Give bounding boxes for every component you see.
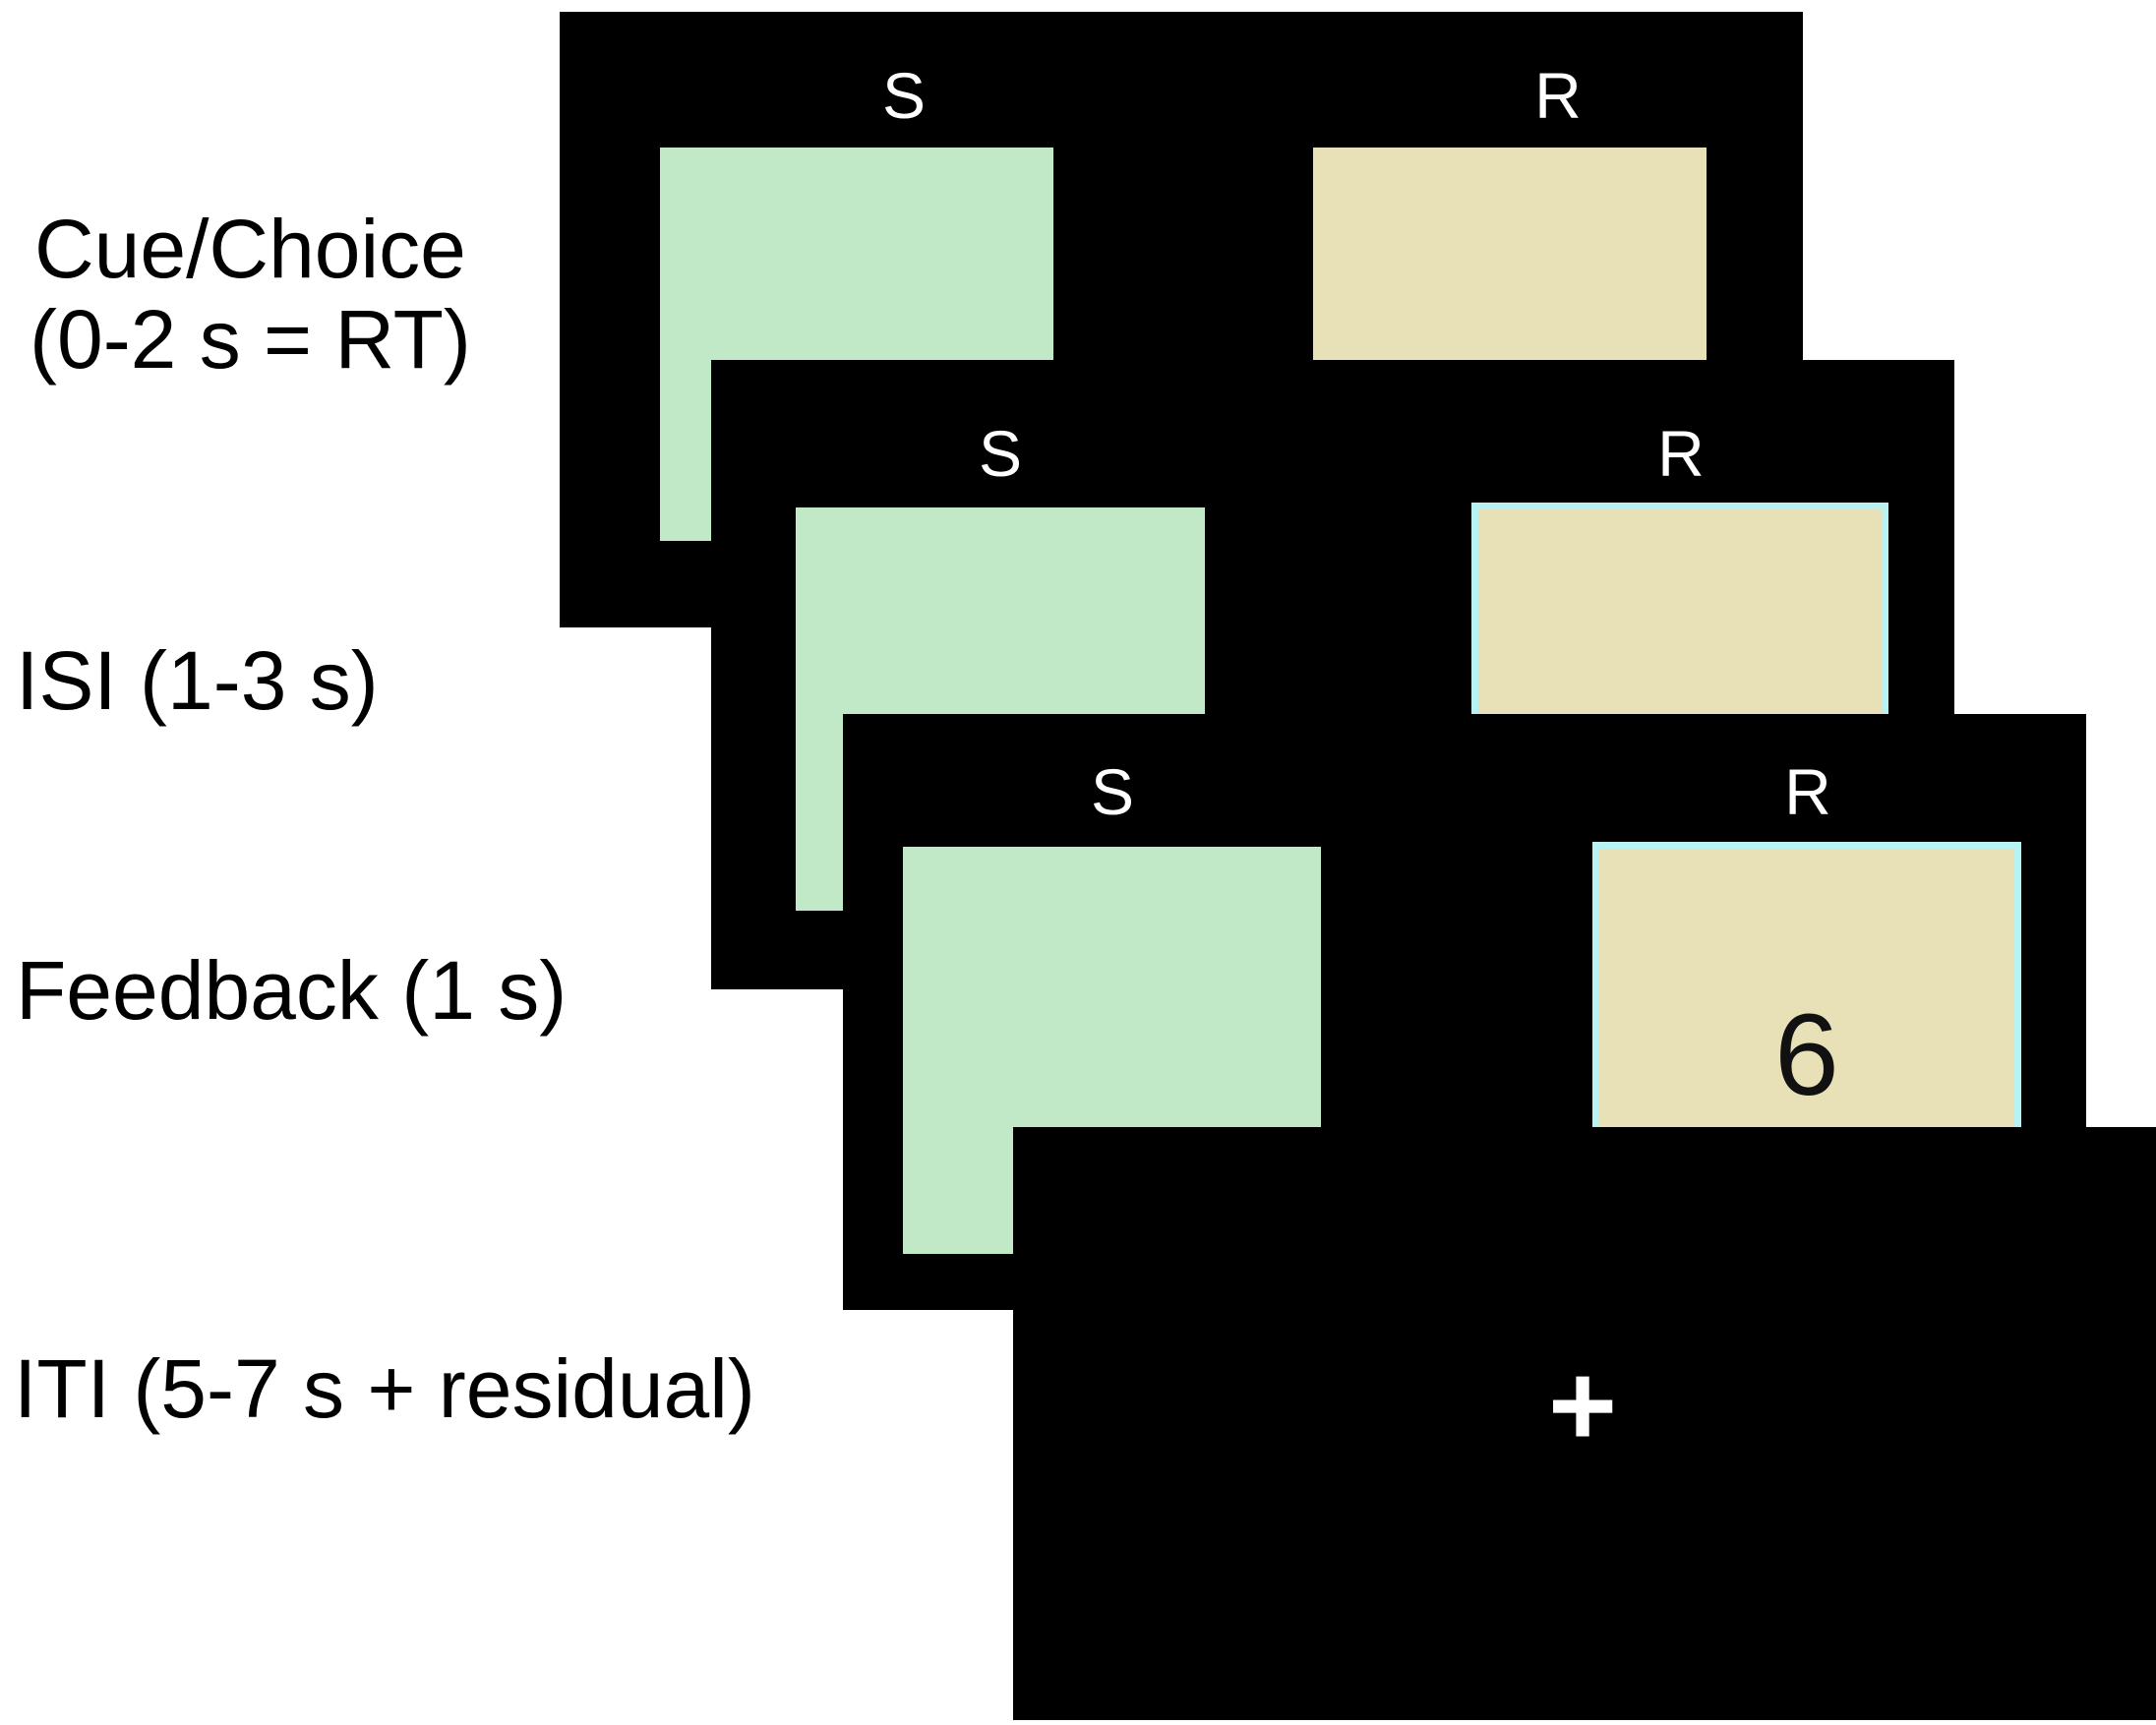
feedback-stage-label: Feedback (1 s): [16, 944, 568, 1037]
fixation-cross: +: [1547, 1339, 1618, 1471]
cue-choice-stage-label: Cue/Choice (0-2 s = RT): [30, 203, 471, 386]
r-option-box-selected: [1471, 503, 1888, 715]
r-option-box: [1313, 148, 1707, 360]
iti-stage-label: ITI (5-7 s + residual): [14, 1342, 755, 1435]
r-option-label: R: [1657, 417, 1705, 490]
s-option-label: S: [978, 417, 1023, 490]
r-option-label: R: [1534, 59, 1582, 132]
r-option-box-selected: 6: [1592, 842, 2021, 1127]
iti-screen: +: [1013, 1127, 2156, 1720]
feedback-value: 6: [1774, 990, 1839, 1120]
s-option-label: S: [881, 59, 927, 132]
r-option-label: R: [1784, 755, 1831, 828]
s-option-label: S: [1090, 755, 1135, 828]
isi-stage-label: ISI (1-3 s): [16, 634, 379, 727]
